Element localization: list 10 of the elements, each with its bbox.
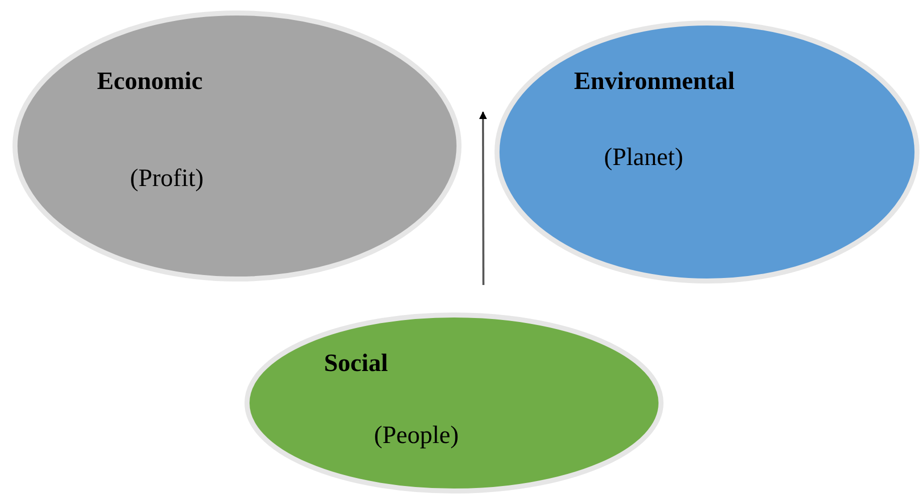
ellipse-node [244,312,664,494]
ellipse-node [12,10,462,282]
ellipse-heading: Economic [97,68,203,96]
ellipse-heading: Environmental [574,68,735,96]
ellipse-heading: Social [324,350,388,378]
ellipse-node [494,20,920,284]
ellipse-subtitle: (People) [374,422,459,450]
ellipse-subtitle: (Planet) [604,144,684,172]
arrow [479,111,488,285]
ellipse-subtitle: (Profit) [130,165,204,192]
